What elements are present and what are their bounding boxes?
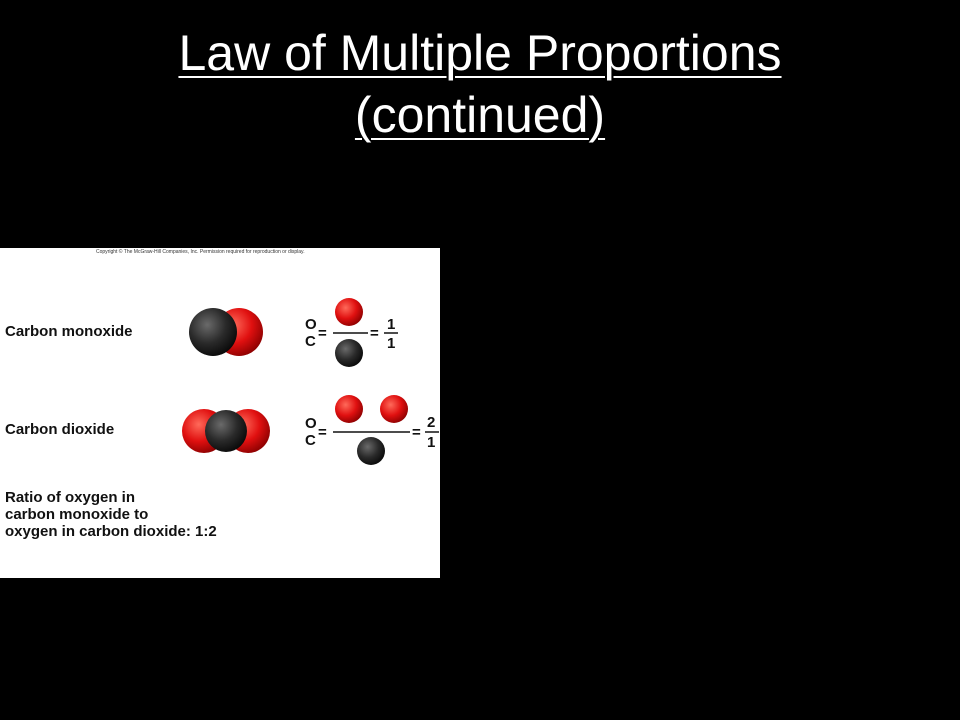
co-result-numerator: 1 <box>387 316 396 333</box>
co2-result-numerator: 2 <box>427 414 436 431</box>
ratio-statement-line-1: Ratio of oxygen in <box>5 489 136 506</box>
carbon-monoxide-label: Carbon monoxide <box>5 323 133 340</box>
molecule-diagram <box>182 298 439 465</box>
carbon-monoxide-molecule <box>189 308 263 356</box>
co-ratio-equals-1: = <box>318 325 327 342</box>
co-ratio-oxygen-atom <box>335 298 363 326</box>
co-ratio-equals-2: = <box>370 325 379 342</box>
co2-ratio-equals-1: = <box>318 424 327 441</box>
ratio-statement: Ratio of oxygen in carbon monoxide to ox… <box>5 489 217 540</box>
co-ratio-letter-c: C <box>305 333 316 350</box>
slide-title-line-1: Law of Multiple Proportions <box>178 25 782 81</box>
carbon-dioxide-label: Carbon dioxide <box>5 421 115 438</box>
copyright-notice: Copyright © The McGraw-Hill Companies, I… <box>96 249 305 255</box>
co2-ratio-oxygen-atom-right <box>380 395 408 423</box>
molecule-ratio-figure: Copyright © The McGraw-Hill Companies, I… <box>0 248 440 578</box>
co-result-denominator: 1 <box>387 335 396 352</box>
slide-title: Law of Multiple Proportions (continued) <box>0 22 960 146</box>
co-ratio-carbon-atom <box>335 339 363 367</box>
co2-carbon-atom <box>205 410 247 452</box>
co2-ratio-oxygen-atom-left <box>335 395 363 423</box>
co-carbon-atom <box>189 308 237 356</box>
co2-ratio-carbon-atom <box>357 437 385 465</box>
slide-title-line-2: (continued) <box>354 87 606 143</box>
co2-ratio-diagram <box>333 395 439 465</box>
carbon-dioxide-molecule <box>182 409 270 453</box>
co2-ratio-letter-c: C <box>305 432 316 449</box>
ratio-statement-line-2: carbon monoxide to <box>5 506 149 523</box>
ratio-statement-line-3: oxygen in carbon dioxide: 1:2 <box>5 523 217 540</box>
co2-ratio-equals-2: = <box>412 424 421 441</box>
co2-result-denominator: 1 <box>427 434 436 451</box>
co2-ratio-letter-o: O <box>305 415 317 432</box>
co-ratio-letter-o: O <box>305 316 317 333</box>
co-ratio-diagram <box>333 298 398 367</box>
